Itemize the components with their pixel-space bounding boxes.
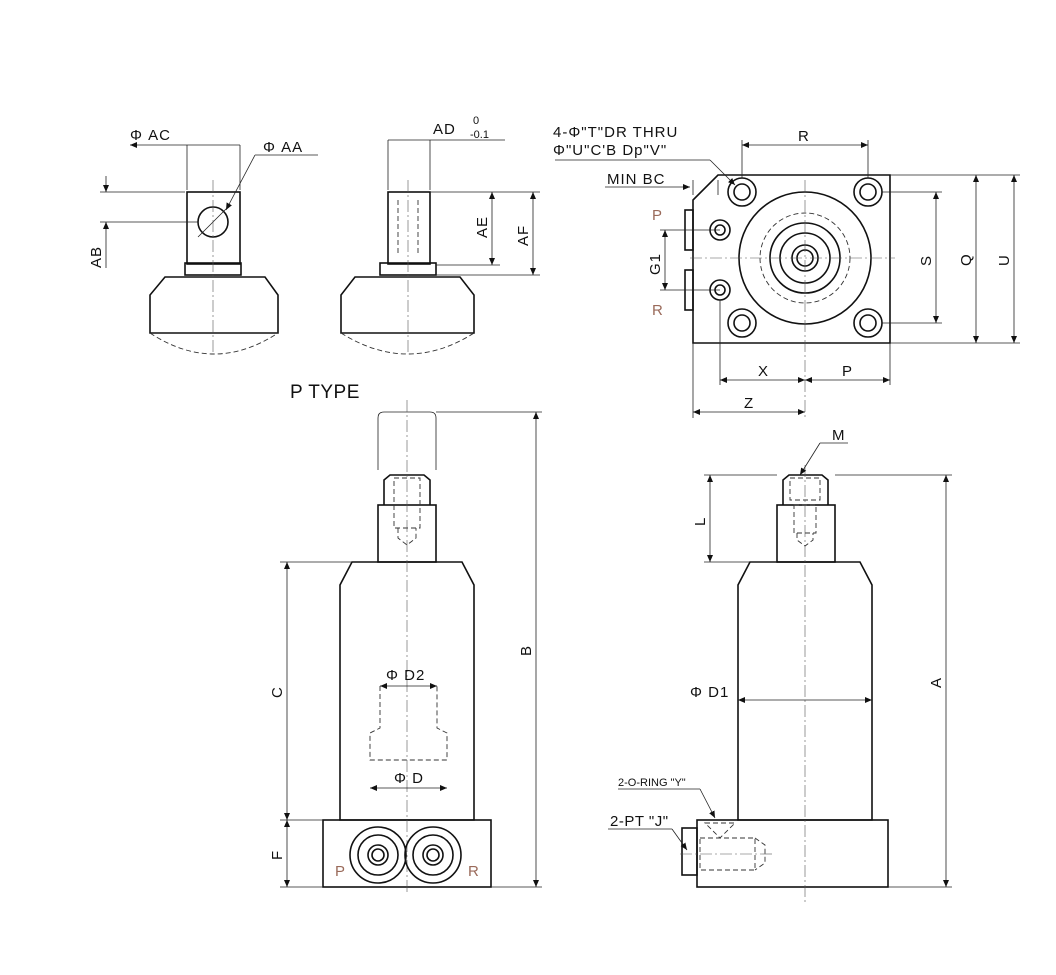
side-view: M L A Φ D1 2-O-RING "Y" 2-PT "J" xyxy=(608,427,952,903)
dim-p: P xyxy=(842,363,853,380)
port-label-r-front: R xyxy=(468,863,480,880)
view-title: P TYPE xyxy=(290,382,360,403)
p-type-front-view: Φ AC Φ AA AB xyxy=(88,127,318,355)
o-ring-note: 2-O-RING "Y" xyxy=(618,777,686,789)
dim-phi-aa: Φ AA xyxy=(263,139,303,156)
dim-s: S xyxy=(918,255,935,266)
dim-q: Q xyxy=(958,253,975,266)
dim-m: M xyxy=(832,427,846,444)
dim-g1: G1 xyxy=(647,253,664,275)
dim-f: F xyxy=(269,850,286,860)
dim-min-bc: MIN BC xyxy=(607,171,666,188)
dim-ab: AB xyxy=(88,246,105,268)
port-r-fitting xyxy=(404,826,462,884)
dim-a: A xyxy=(928,677,945,688)
dim-phi-d2: Φ D2 xyxy=(386,667,425,684)
dim-af: AF xyxy=(515,225,532,246)
dim-l: L xyxy=(692,517,709,526)
port-p-fitting xyxy=(349,826,407,884)
dim-phi-d1: Φ D1 xyxy=(690,684,729,701)
dim-phi-ac: Φ AC xyxy=(130,127,171,144)
dim-u: U xyxy=(996,254,1013,266)
dim-ad: AD xyxy=(433,121,456,138)
port-label-p: P xyxy=(652,207,663,224)
dim-phi-d: Φ D xyxy=(394,770,424,787)
dim-x: X xyxy=(758,363,769,380)
dim-b: B xyxy=(518,645,535,656)
dim-c: C xyxy=(269,686,286,698)
port-label-p-front: P xyxy=(335,863,346,880)
pt-note: 2-PT "J" xyxy=(610,813,669,830)
dim-ad-tol-upper: 0 xyxy=(473,115,479,127)
dim-ae: AE xyxy=(474,216,491,238)
p-type-side-view: AD 0 -0.1 AE AF xyxy=(340,115,540,355)
dim-r: R xyxy=(798,128,810,145)
top-plan-view: 4-Φ"T"DR THRU Φ"U"C'B Dp"V" MIN BC P R G… xyxy=(553,124,1020,420)
dim-ad-tol-lower: -0.1 xyxy=(470,129,489,141)
port-label-r: R xyxy=(652,302,664,319)
hole-note-line1: 4-Φ"T"DR THRU xyxy=(553,124,678,141)
dim-z: Z xyxy=(744,395,754,412)
front-view: P R Φ D2 Φ D B C F xyxy=(269,400,542,895)
hole-note-line2: Φ"U"C'B Dp"V" xyxy=(553,142,667,159)
